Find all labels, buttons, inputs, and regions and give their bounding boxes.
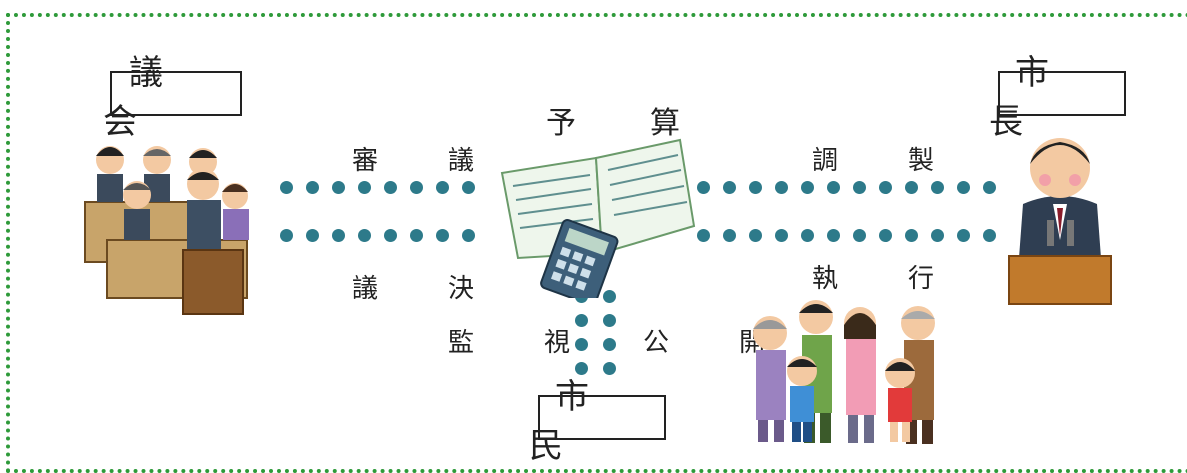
citizens-label-text: 市 民	[529, 376, 675, 466]
budget-book-illustration	[500, 138, 696, 298]
mayor-label: 市 長	[989, 53, 1126, 142]
council-label: 議 会	[103, 53, 242, 142]
council-members-illustration	[84, 146, 249, 315]
mayor-label-text: 市 長	[989, 52, 1135, 142]
budget-mayor-lower-dots	[697, 229, 996, 242]
execution-label: 執 行	[812, 264, 957, 294]
council-label-text: 議 会	[103, 52, 249, 142]
budget-citizens-right-dots	[603, 290, 616, 375]
citizens-label: 市 民	[529, 377, 666, 466]
preparation-label: 調 製	[812, 146, 957, 176]
budget-citizens-left-dots	[575, 290, 588, 375]
citizens-family-illustration	[753, 300, 935, 444]
deliberation-label: 審 議	[352, 146, 497, 176]
disclosure-label: 公 開	[643, 328, 788, 358]
oversight-label: 監 視	[448, 328, 593, 358]
mayor-illustration	[1008, 138, 1112, 305]
budget-mayor-upper-dots	[697, 181, 996, 194]
budget-label: 予 算	[546, 106, 702, 141]
council-budget-upper-dots	[280, 181, 475, 194]
resolution-label: 議 決	[352, 274, 497, 304]
council-budget-lower-dots	[280, 229, 475, 242]
